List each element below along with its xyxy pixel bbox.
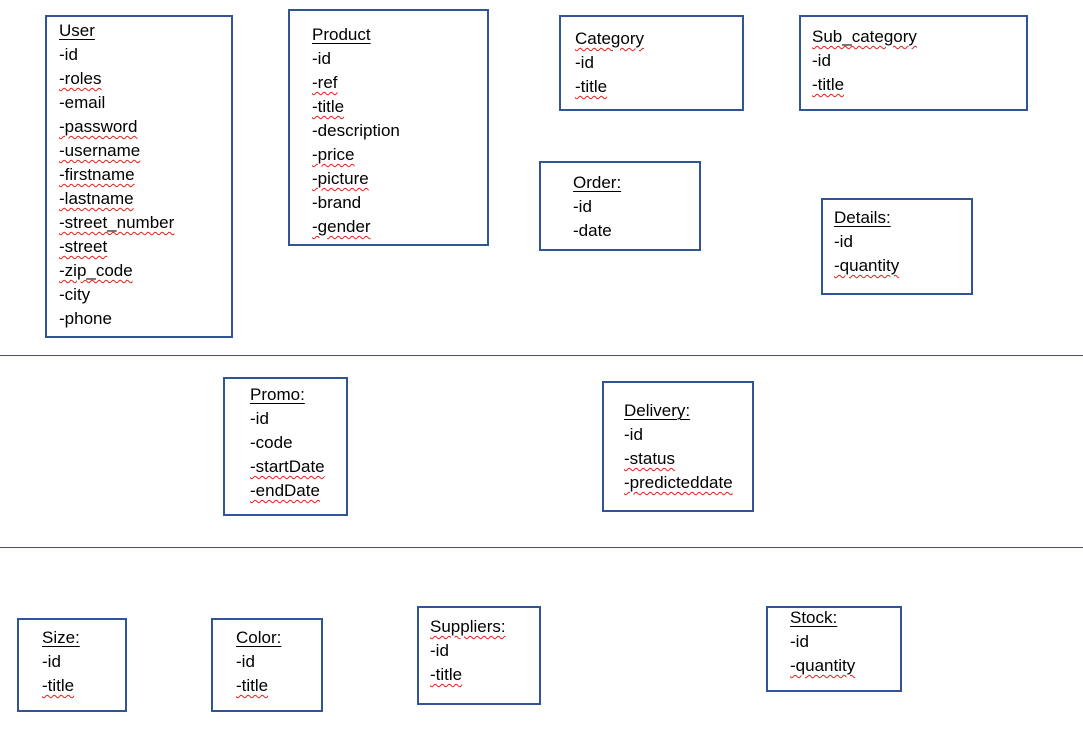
entity-product-attr-title: -title	[312, 97, 345, 116]
entity-product-attr-price: -price	[312, 145, 355, 164]
entity-user-attr-lastname: -lastname	[59, 189, 134, 208]
entity-user-attr-firstname: -firstname	[59, 165, 135, 184]
entity-color-title: Color:	[236, 628, 282, 647]
entity-stock-attr-id: -id	[790, 632, 809, 651]
entity-details-attr-id: -id	[834, 232, 853, 251]
entity-promo-attr-id: -id	[250, 409, 269, 428]
entity-product[interactable]: Product -id -ref -title -description -pr…	[288, 9, 489, 246]
entity-sub-category-attr-title: -title	[812, 75, 845, 94]
entity-sub-category-attr-id: -id	[812, 51, 831, 70]
entity-user-attr-id: -id	[59, 45, 78, 64]
entity-user-attr-password: -password	[59, 117, 138, 136]
entity-size-attr-id: -id	[42, 652, 61, 671]
entity-user-attr-city: -city	[59, 285, 91, 304]
entity-product-title: Product	[312, 25, 371, 44]
entity-category-attr-title: -title	[575, 77, 608, 96]
entity-product-attr-picture: -picture	[312, 169, 369, 188]
entity-user-title: User	[59, 21, 95, 40]
entity-sub-category-title: Sub_category	[812, 27, 917, 46]
section-divider-bottom	[0, 547, 1083, 548]
entity-stock-title: Stock:	[790, 608, 838, 627]
entity-stock[interactable]: Stock: -id -quantity	[766, 606, 902, 692]
section-divider-top	[0, 355, 1083, 356]
entity-delivery-attr-predicteddate: -predicteddate	[624, 473, 733, 492]
entity-suppliers-title: Suppliers:	[430, 617, 506, 636]
entity-product-attr-description: -description	[312, 121, 400, 140]
entity-user-attr-phone: -phone	[59, 309, 112, 328]
entity-delivery[interactable]: Delivery: -id -status -predicteddate	[602, 381, 754, 512]
entity-size-attr-title: -title	[42, 676, 75, 695]
entity-user-attr-email: -email	[59, 93, 106, 112]
entity-product-attr-brand: -brand	[312, 193, 362, 212]
entity-size-title: Size:	[42, 628, 80, 647]
entity-product-attr-ref: -ref	[312, 73, 338, 92]
entity-order-title: Order:	[573, 173, 622, 192]
entity-user-attr-roles: -roles	[59, 69, 102, 88]
entity-promo-attr-startdate: -startDate	[250, 457, 325, 476]
entity-product-attr-gender: -gender	[312, 217, 371, 236]
entity-user-attr-username: -username	[59, 141, 141, 160]
entity-details-attr-quantity: -quantity	[834, 256, 900, 275]
entity-sub-category[interactable]: Sub_category -id -title	[799, 15, 1028, 111]
entity-stock-attr-quantity: -quantity	[790, 656, 856, 675]
entity-promo-attr-enddate: -endDate	[250, 481, 320, 500]
entity-promo-title: Promo:	[250, 385, 305, 404]
entity-color[interactable]: Color: -id -title	[211, 618, 323, 712]
entity-delivery-attr-id: -id	[624, 425, 643, 444]
entity-details[interactable]: Details: -id -quantity	[821, 198, 973, 295]
entity-category-attr-id: -id	[575, 53, 594, 72]
entity-suppliers-attr-id: -id	[430, 641, 449, 660]
entity-color-attr-title: -title	[236, 676, 269, 695]
entity-details-title: Details:	[834, 208, 891, 227]
entity-promo-attr-code: -code	[250, 433, 293, 452]
entity-user-attr-street: -street	[59, 237, 108, 256]
entity-order[interactable]: Order: -id -date	[539, 161, 701, 251]
entity-suppliers[interactable]: Suppliers: -id -title	[417, 606, 541, 705]
entity-user-attr-zip-code: -zip_code	[59, 261, 133, 280]
entity-category-title: Category	[575, 29, 644, 48]
entity-promo[interactable]: Promo: -id -code -startDate -endDate	[223, 377, 348, 516]
entity-product-attr-id: -id	[312, 49, 331, 68]
entity-color-attr-id: -id	[236, 652, 255, 671]
entity-delivery-attr-status: -status	[624, 449, 676, 468]
entity-user-attr-street-number: -street_number	[59, 213, 175, 232]
entity-user[interactable]: User -id -roles -email -password -userna…	[45, 15, 233, 338]
entity-order-attr-id: -id	[573, 197, 592, 216]
entity-size[interactable]: Size: -id -title	[17, 618, 127, 712]
entity-delivery-title: Delivery:	[624, 401, 691, 420]
entity-suppliers-attr-title: -title	[430, 665, 463, 684]
entity-order-attr-date: -date	[573, 221, 612, 240]
entity-category[interactable]: Category -id -title	[559, 15, 744, 111]
